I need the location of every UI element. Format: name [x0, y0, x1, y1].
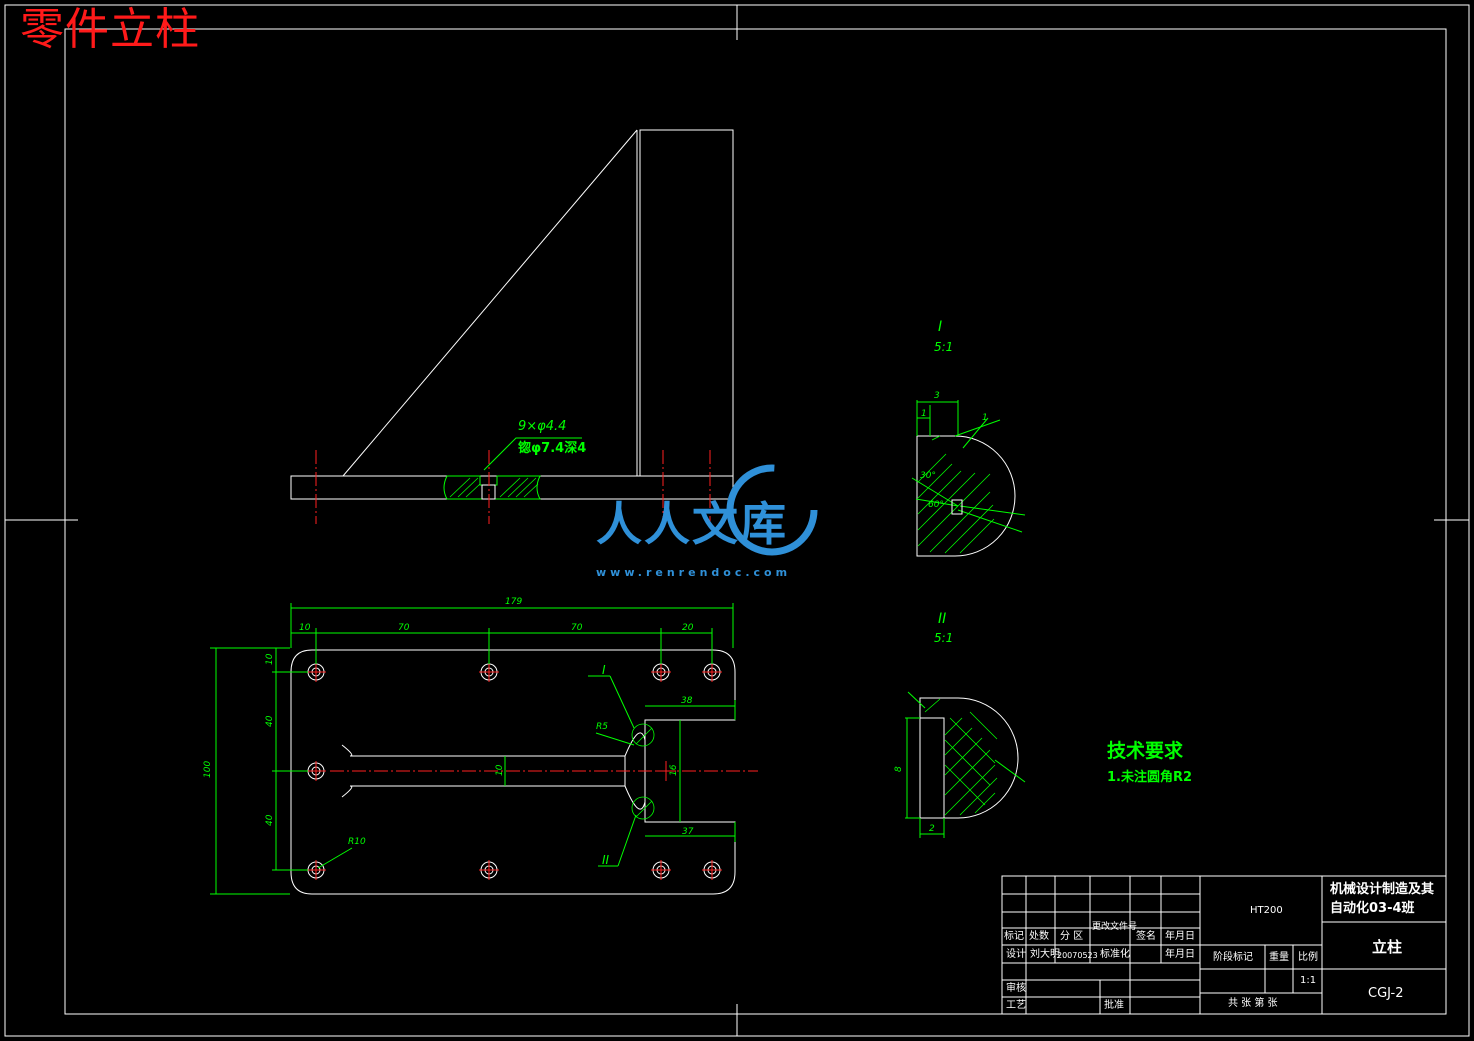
detail-1-dim-1b: 1 — [982, 413, 988, 423]
tb-h-mark: 标记 — [1004, 931, 1024, 942]
tech-req-item: 1.未注圆角R2 — [1107, 770, 1193, 785]
dim-38: 38 — [681, 696, 693, 706]
tech-req-title: 技术要求 — [1107, 740, 1184, 762]
dim-top-20: 20 — [682, 623, 694, 633]
page-title: 零件立柱 — [20, 4, 200, 55]
tb-design-date: 20070523 — [1057, 951, 1098, 960]
detail-2-dim-8: 8 — [894, 766, 904, 772]
tb-h-docno: 更改文件号 — [1092, 922, 1138, 932]
plan-dimensions — [210, 603, 736, 895]
tb-sheets: 共 张 第 张 — [1228, 998, 1278, 1009]
tb-approve: 批准 — [1104, 1000, 1124, 1011]
watermark-text: 人人文库 — [596, 497, 788, 551]
hole-section — [443, 475, 541, 500]
dim-r10: R10 — [348, 837, 366, 847]
dim-top-70a: 70 — [398, 623, 410, 633]
tb-stage-mark: 阶段标记 — [1213, 952, 1253, 963]
plan-hatch — [631, 723, 655, 820]
dim-16: 16 — [669, 764, 679, 776]
watermark-url: www.renrendoc.com — [596, 566, 792, 579]
tb-design: 设计 — [1006, 949, 1026, 960]
detail-1-marker: I — [602, 663, 606, 677]
tb-designer: 刘大明 — [1030, 949, 1060, 960]
tb-h-date: 年月日 — [1165, 931, 1195, 942]
detail-2-view — [905, 691, 1026, 838]
tb-school: 机械设计制造及其自动化03-4班 — [1330, 882, 1435, 916]
dim-top-10: 10 — [299, 623, 311, 633]
hole-callout-2: 锪φ7.4深4 — [518, 440, 586, 456]
tb-h-zone: 分 区 — [1060, 931, 1084, 942]
dim-overall-width: 100 — [203, 761, 213, 778]
detail-1-view — [911, 400, 1026, 557]
detail-2-label: II — [938, 611, 946, 627]
watermark-logo-icon — [726, 464, 818, 556]
detail-2-dim-2: 2 — [929, 824, 935, 834]
tb-material: HT200 — [1250, 905, 1283, 916]
plan-view — [210, 603, 758, 895]
tb-ratio-label: 比例 — [1298, 952, 1318, 963]
tb-std: 标准化 — [1100, 949, 1130, 960]
detail-1-dim-3: 3 — [934, 391, 940, 401]
dim-left-40a: 40 — [265, 715, 275, 727]
dim-10-slot: 10 — [495, 764, 505, 776]
dim-r5: R5 — [596, 722, 608, 732]
tb-h-count: 处数 — [1029, 931, 1049, 942]
detail-1-angle-30: 30° — [920, 471, 936, 481]
tb-ratio: 1:1 — [1300, 975, 1317, 986]
tb-date2: 年月日 — [1165, 949, 1195, 960]
tb-review: 审核 — [1006, 983, 1026, 994]
detail-2-scale: 5:1 — [934, 631, 953, 645]
dim-overall-length: 179 — [505, 597, 522, 607]
dim-left-10: 10 — [265, 653, 275, 665]
hole-callout-1: 9×φ4.4 — [518, 419, 566, 434]
dim-top-70b: 70 — [571, 623, 583, 633]
detail-1-dim-1a: 1 — [921, 409, 927, 419]
tb-part-name: 立柱 — [1372, 938, 1403, 956]
dim-37: 37 — [682, 827, 694, 837]
inner-frame — [64, 28, 1447, 1015]
tb-weight: 重量 — [1269, 952, 1289, 963]
detail-1-scale: 5:1 — [934, 340, 953, 354]
detail-1-label: I — [938, 319, 942, 335]
tb-process: 工艺 — [1006, 1000, 1026, 1011]
centering-marks — [5, 5, 1469, 1036]
detail-1-angle-60: 60° — [928, 500, 944, 510]
tb-drawing-no: CGJ-2 — [1368, 986, 1404, 1001]
title-block-grid — [1001, 875, 1447, 1015]
detail-2-marker: II — [602, 853, 610, 867]
dim-left-40b: 40 — [265, 814, 275, 826]
tb-h-sign: 签名 — [1136, 931, 1156, 942]
front-view — [290, 129, 734, 524]
